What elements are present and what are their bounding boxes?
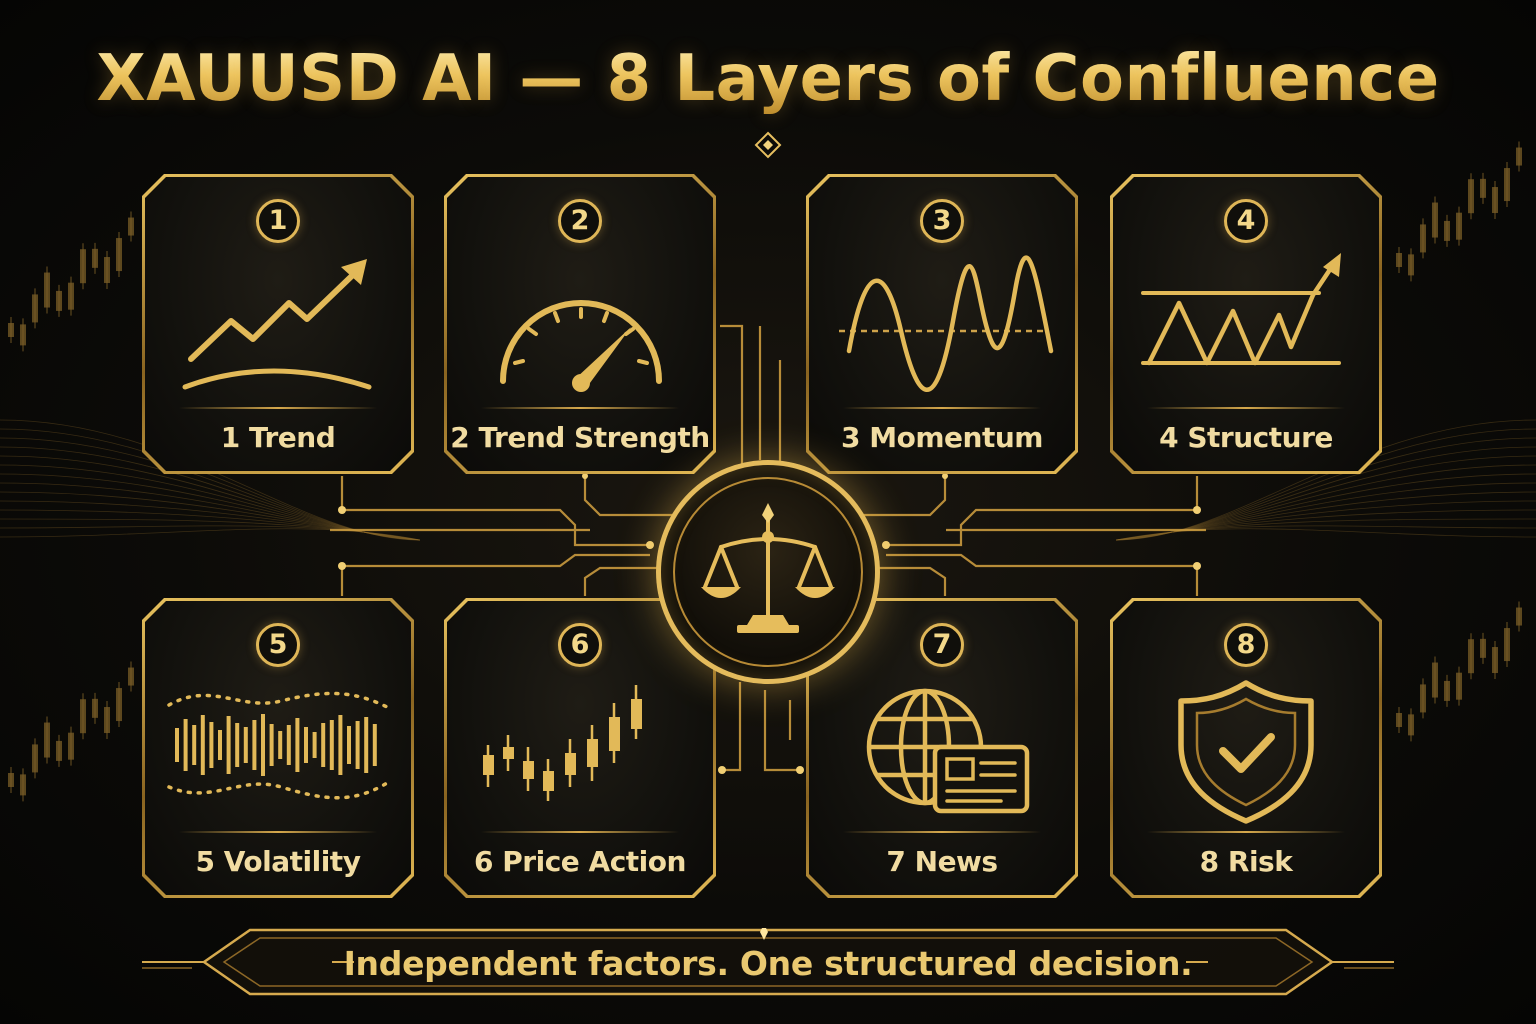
hub-inner-ring <box>673 477 863 667</box>
page-title: XAUUSD AI — 8 Layers of Confluence <box>0 42 1536 116</box>
layer-number-badge: 4 <box>1224 199 1268 243</box>
layer-label: 5 Volatility <box>195 845 361 878</box>
layer-number-badge: 1 <box>256 199 300 243</box>
layer-label: 7 News <box>886 845 998 878</box>
volatility-bands-icon <box>167 691 389 800</box>
card-divider <box>481 407 679 409</box>
layer-number-badge: 8 <box>1224 623 1268 667</box>
layer-number-badge: 6 <box>558 623 602 667</box>
layer-number-badge: 3 <box>920 199 964 243</box>
layer-number-badge: 5 <box>256 623 300 667</box>
card-divider <box>179 831 377 833</box>
oscillator-wave-icon <box>839 255 1054 392</box>
card-divider <box>179 407 377 409</box>
tagline-text: Independent factors. One structured deci… <box>343 944 1193 983</box>
layer-card-news[interactable]: 7 7 News <box>806 598 1078 898</box>
layer-card-risk[interactable]: 8 8 Risk <box>1110 598 1382 898</box>
layer-label: 4 Structure <box>1159 421 1333 454</box>
layer-label: 8 Risk <box>1199 845 1293 878</box>
gauge-icon <box>500 300 662 392</box>
layer-card-trend[interactable]: 1 1 Trend <box>142 174 414 474</box>
trend-arrow-icon <box>182 259 372 390</box>
layer-label: 1 Trend <box>220 421 336 454</box>
card-divider <box>843 407 1041 409</box>
layer-label: 3 Momentum <box>841 421 1043 454</box>
layer-card-momentum[interactable]: 3 3 Momentum <box>806 174 1078 474</box>
card-divider <box>843 831 1041 833</box>
layer-label: 2 Trend Strength <box>450 421 710 454</box>
central-decision-hub <box>656 460 880 684</box>
layer-number-badge: 2 <box>558 199 602 243</box>
layer-number-badge: 7 <box>920 623 964 667</box>
layer-card-price-action[interactable]: 6 6 Price Action <box>444 598 716 898</box>
card-divider <box>1147 831 1345 833</box>
tagline-banner-frame <box>142 928 1394 996</box>
layer-card-structure[interactable]: 4 4 Structure <box>1110 174 1382 474</box>
card-divider <box>481 831 679 833</box>
candlestick-icon <box>483 685 642 801</box>
card-divider <box>1147 407 1345 409</box>
balance-scale-icon <box>701 503 835 633</box>
layer-label: 6 Price Action <box>474 845 686 878</box>
title-divider-ornament <box>310 131 1226 159</box>
layer-card-volatility[interactable]: 5 5 Volatility <box>142 598 414 898</box>
breakout-structure-icon <box>1141 253 1341 366</box>
layer-card-trend-strength[interactable]: 2 2 Trend Strength <box>444 174 716 474</box>
shield-check-icon <box>1178 680 1314 824</box>
globe-news-icon <box>866 688 1030 814</box>
